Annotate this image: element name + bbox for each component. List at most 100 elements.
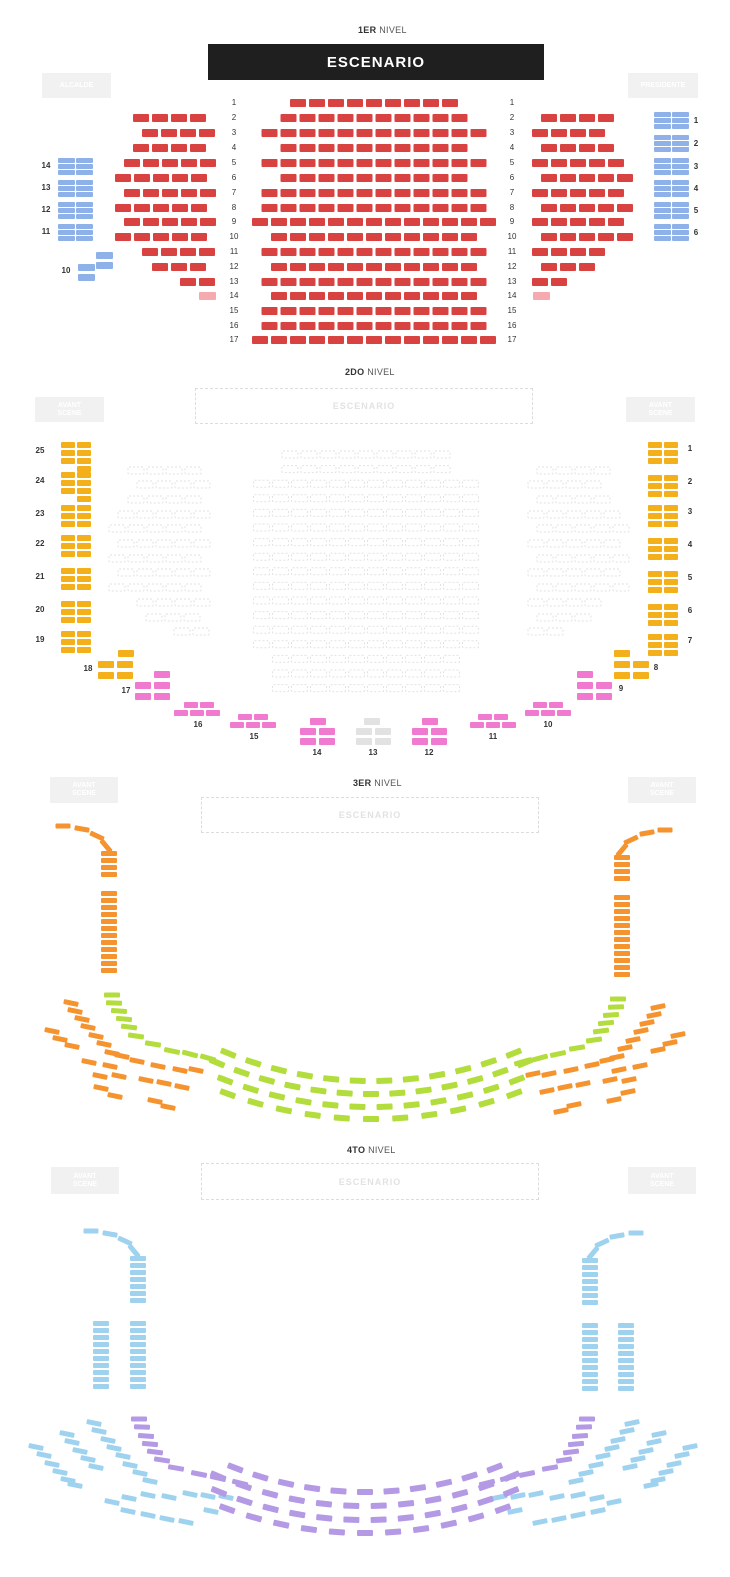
balcony-seat[interactable] — [127, 1032, 145, 1040]
gallery-seat[interactable] — [478, 1480, 495, 1492]
balcony-seat[interactable] — [506, 1088, 523, 1100]
left-wing-seat[interactable] — [161, 248, 177, 256]
gallery-seat[interactable] — [235, 1480, 252, 1492]
gallery-seat[interactable] — [261, 1489, 279, 1499]
box-seat[interactable] — [654, 192, 671, 197]
box-seat[interactable] — [61, 458, 75, 464]
balcony-seat[interactable] — [376, 1077, 393, 1085]
balcony-seat[interactable] — [101, 919, 117, 924]
gallery-seat[interactable] — [83, 1228, 99, 1234]
orchestra-seat[interactable] — [480, 336, 496, 344]
box-seat[interactable] — [61, 480, 75, 486]
box-seat[interactable] — [654, 164, 671, 169]
balcony-seat[interactable] — [441, 1081, 458, 1091]
box-seat[interactable] — [58, 170, 75, 175]
box-seat[interactable] — [76, 180, 93, 185]
orchestra-seat[interactable] — [280, 174, 297, 182]
box-seat[interactable] — [648, 450, 662, 456]
gallery-seat[interactable] — [120, 1507, 136, 1515]
gallery-seat[interactable] — [562, 1448, 580, 1456]
balcony-seat[interactable] — [247, 1097, 264, 1108]
box-seat[interactable] — [648, 554, 662, 560]
orchestra-seat[interactable] — [280, 189, 297, 197]
gallery-seat[interactable] — [140, 1511, 156, 1519]
gallery-seat[interactable] — [67, 1481, 83, 1489]
left-wing-seat[interactable] — [161, 129, 177, 137]
box-seat[interactable] — [184, 702, 198, 708]
box-seat[interactable] — [77, 609, 91, 615]
balcony-seat[interactable] — [323, 1075, 340, 1083]
right-wing-seat[interactable] — [608, 189, 624, 197]
balcony-seat[interactable] — [575, 1080, 591, 1088]
gallery-seat[interactable] — [532, 1518, 548, 1526]
right-wing-seat[interactable] — [551, 278, 567, 286]
balcony-seat[interactable] — [322, 1101, 339, 1109]
balcony-seat[interactable] — [55, 823, 71, 829]
gallery-seat[interactable] — [582, 1300, 598, 1305]
box-seat[interactable] — [672, 135, 689, 140]
gallery-seat[interactable] — [159, 1515, 175, 1523]
left-wing-seat[interactable] — [172, 174, 188, 182]
balcony-seat[interactable] — [611, 1066, 627, 1074]
box-seat[interactable] — [98, 672, 114, 679]
box-seat[interactable] — [431, 728, 447, 735]
orchestra-seat[interactable] — [356, 307, 373, 315]
orchestra-seat[interactable] — [385, 218, 401, 226]
gallery-seat[interactable] — [384, 1528, 402, 1536]
gallery-seat[interactable] — [315, 1499, 333, 1508]
box-seat[interactable] — [648, 634, 662, 640]
gallery-seat[interactable] — [582, 1272, 598, 1277]
orchestra-seat[interactable] — [375, 114, 392, 122]
gallery-seat[interactable] — [582, 1386, 598, 1391]
orchestra-seat[interactable] — [423, 263, 439, 271]
left-wing-seat[interactable] — [133, 114, 149, 122]
box-seat[interactable] — [648, 538, 662, 544]
box-seat[interactable] — [654, 180, 671, 185]
box-seat[interactable] — [648, 483, 662, 489]
right-wing-seat[interactable] — [589, 218, 605, 226]
box-seat[interactable] — [577, 682, 593, 689]
right-wing-seat[interactable] — [532, 278, 548, 286]
box-seat[interactable] — [77, 576, 91, 582]
gallery-seat[interactable] — [300, 1525, 318, 1534]
orchestra-seat[interactable] — [385, 99, 401, 107]
box-seat[interactable] — [61, 472, 75, 478]
box-seat[interactable] — [664, 571, 678, 577]
box-seat[interactable] — [61, 631, 75, 637]
gallery-seat[interactable] — [277, 1478, 295, 1488]
box-seat[interactable] — [96, 262, 113, 269]
balcony-seat[interactable] — [101, 954, 117, 959]
balcony-seat[interactable] — [614, 869, 630, 874]
balcony-seat[interactable] — [296, 1071, 314, 1080]
box-seat[interactable] — [356, 728, 372, 735]
left-wing-seat[interactable] — [191, 204, 207, 212]
orchestra-seat[interactable] — [261, 159, 278, 167]
balcony-seat[interactable] — [101, 912, 117, 917]
orchestra-seat[interactable] — [470, 322, 487, 330]
box-seat[interactable] — [648, 604, 662, 610]
orchestra-seat[interactable] — [366, 336, 382, 344]
box-seat[interactable] — [77, 617, 91, 623]
box-seat[interactable] — [61, 647, 75, 653]
orchestra-seat[interactable] — [375, 322, 392, 330]
box-seat[interactable] — [672, 164, 689, 169]
balcony-seat[interactable] — [614, 902, 630, 907]
balcony-seat[interactable] — [99, 839, 113, 854]
orchestra-seat[interactable] — [394, 144, 411, 152]
left-wing-seat[interactable] — [133, 144, 149, 152]
right-wing-seat[interactable] — [589, 159, 605, 167]
orchestra-seat[interactable] — [299, 248, 316, 256]
gallery-seat[interactable] — [343, 1502, 360, 1510]
gallery-seat[interactable] — [93, 1321, 109, 1326]
presidente-box[interactable]: PRESIDENTE — [628, 73, 698, 98]
balcony-seat[interactable] — [482, 1083, 500, 1094]
gallery-seat[interactable] — [130, 1349, 146, 1354]
box-seat[interactable] — [58, 208, 75, 213]
right-wing-seat[interactable] — [541, 174, 557, 182]
balcony-seat[interactable] — [92, 1072, 108, 1080]
box-seat[interactable] — [76, 214, 93, 219]
right-wing-seat[interactable] — [551, 159, 567, 167]
gallery-seat[interactable] — [397, 1514, 414, 1522]
orchestra-seat[interactable] — [404, 263, 420, 271]
orchestra-seat[interactable] — [290, 99, 306, 107]
